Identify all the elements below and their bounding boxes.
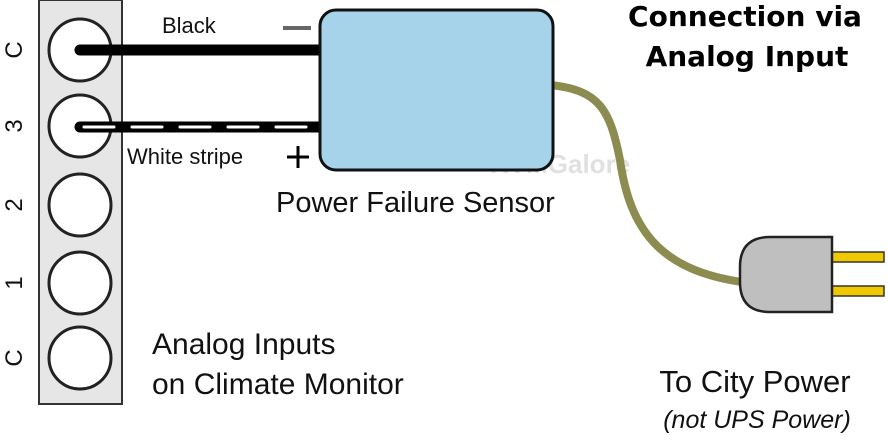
terminal-screw-2 [47, 172, 113, 238]
diagram-title-line1: Connection via [628, 0, 862, 33]
plug-prong-bottom [827, 285, 885, 297]
terminal-label-1: 1 [1, 276, 28, 289]
power-failure-sensor-box [318, 8, 555, 172]
terminal-caption-line1: Analog Inputs [152, 328, 335, 361]
diagram-title-line2: Analog Input [646, 40, 849, 73]
power-plug-icon [738, 235, 885, 314]
plug-caption-line2: (not UPS Power) [663, 406, 851, 434]
terminal-block [38, 0, 123, 405]
terminal-label-2: 2 [1, 198, 28, 211]
terminal-screw-1 [47, 250, 113, 316]
terminal-label-c-bottom: C [1, 349, 28, 366]
white-stripe-wire-label: White stripe [127, 144, 243, 169]
terminal-label-3: 3 [1, 119, 28, 132]
plus-sign-icon [287, 146, 309, 168]
plug-prong-top [827, 251, 885, 263]
terminal-screw-c-bottom [47, 325, 113, 391]
power-cord [546, 81, 746, 286]
terminal-caption-line2: on Climate Monitor [152, 368, 404, 401]
plug-body [738, 235, 834, 314]
black-wire-label: Black [162, 13, 217, 38]
plug-caption-line1: To City Power [659, 364, 850, 399]
terminal-label-c-top: C [1, 41, 28, 58]
sensor-label: Power Failure Sensor [276, 187, 555, 219]
